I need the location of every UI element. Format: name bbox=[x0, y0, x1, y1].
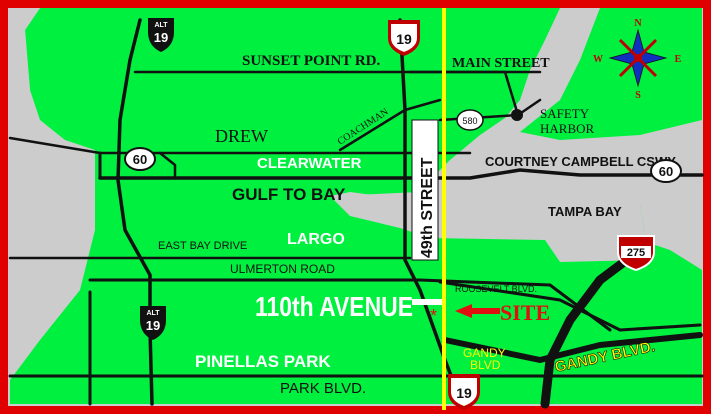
road-roosevelt bbox=[438, 280, 702, 332]
safety-harbor-label-line2: HARBOR bbox=[540, 121, 595, 136]
sr60-left-number: 60 bbox=[133, 152, 147, 167]
land-southeast bbox=[540, 240, 702, 404]
us19-shield-top: 19 bbox=[388, 20, 420, 56]
site-arrow bbox=[455, 304, 500, 318]
ulmerton-road-label: ULMERTON ROAD bbox=[230, 262, 335, 276]
compass-e: E bbox=[675, 54, 682, 65]
us19-top-number: 19 bbox=[396, 31, 412, 47]
sr60-shield-left: 60 bbox=[124, 147, 156, 171]
compass-n: N bbox=[634, 18, 642, 29]
49th-street-label: 49th STREET bbox=[419, 157, 436, 258]
road-60-connector bbox=[158, 151, 177, 180]
sr60-right-number: 60 bbox=[659, 164, 673, 179]
alt19-shield-bottom: ALT 19 bbox=[140, 306, 166, 340]
compass-s: S bbox=[635, 90, 641, 101]
gandy-blvd-small-label-line1: GANDY bbox=[463, 346, 506, 360]
alt19-top-alt-text: ALT bbox=[154, 22, 168, 29]
road-i275 bbox=[540, 245, 645, 409]
alt19-shield-top: ALT 19 bbox=[148, 18, 174, 52]
clearwater-label: CLEARWATER bbox=[257, 155, 362, 172]
site-label: SITE bbox=[500, 300, 550, 325]
avenue-110th-line bbox=[412, 299, 442, 305]
site-marker: * bbox=[430, 306, 437, 326]
main-street-label: MAIN STREET bbox=[452, 56, 550, 71]
alt19-top-number: 19 bbox=[154, 30, 168, 45]
tampa-bay-label: TAMPA BAY bbox=[548, 204, 622, 219]
110th-avenue-label: 110th AVENUE bbox=[255, 291, 413, 322]
sr60-shield-right: 60 bbox=[650, 159, 682, 183]
drew-label: DREW bbox=[215, 126, 268, 146]
pinellas-park-label: PINELLAS PARK bbox=[195, 352, 331, 371]
sr580-shield: 580 bbox=[456, 109, 484, 131]
east-bay-drive-label: EAST BAY DRIVE bbox=[158, 240, 247, 252]
courtney-campbell-label: COURTNEY CAMPBELL CSWY. bbox=[485, 154, 678, 169]
bay-inlet bbox=[330, 188, 650, 262]
safety-harbor-label-line1: SAFETY bbox=[540, 106, 590, 121]
gandy-blvd-small-label-line2: BLVD bbox=[470, 358, 501, 372]
road-gulf-to-bay bbox=[98, 168, 704, 180]
roosevelt-blvd-label: ROOSEVELT BLVD. bbox=[455, 284, 537, 294]
road-main-street bbox=[408, 70, 520, 117]
sunset-point-label: SUNSET POINT RD. bbox=[242, 53, 380, 69]
49th-street-label-box bbox=[411, 119, 439, 261]
i275-number: 275 bbox=[627, 247, 645, 259]
compass-rose: N S E W bbox=[593, 18, 682, 101]
road-gandy-blvd bbox=[442, 332, 703, 363]
largo-label: LARGO bbox=[287, 231, 345, 248]
us19-bottom-number: 19 bbox=[456, 385, 472, 401]
alt19-bottom-number: 19 bbox=[146, 318, 160, 333]
gulf-to-bay-label: GULF TO BAY bbox=[232, 185, 346, 204]
park-blvd-label: PARK BLVD. bbox=[280, 380, 366, 397]
road-ulmerton bbox=[88, 278, 612, 332]
i275-shield: 275 bbox=[617, 235, 655, 272]
us19-shield-bottom: 19 bbox=[448, 374, 480, 410]
safety-harbor-dot bbox=[511, 109, 523, 121]
sr580-number: 580 bbox=[462, 116, 477, 126]
alt19-bottom-alt-text: ALT bbox=[146, 310, 160, 317]
compass-w: W bbox=[593, 54, 603, 65]
gulf-water-left bbox=[10, 8, 40, 110]
road-network bbox=[8, 18, 704, 409]
